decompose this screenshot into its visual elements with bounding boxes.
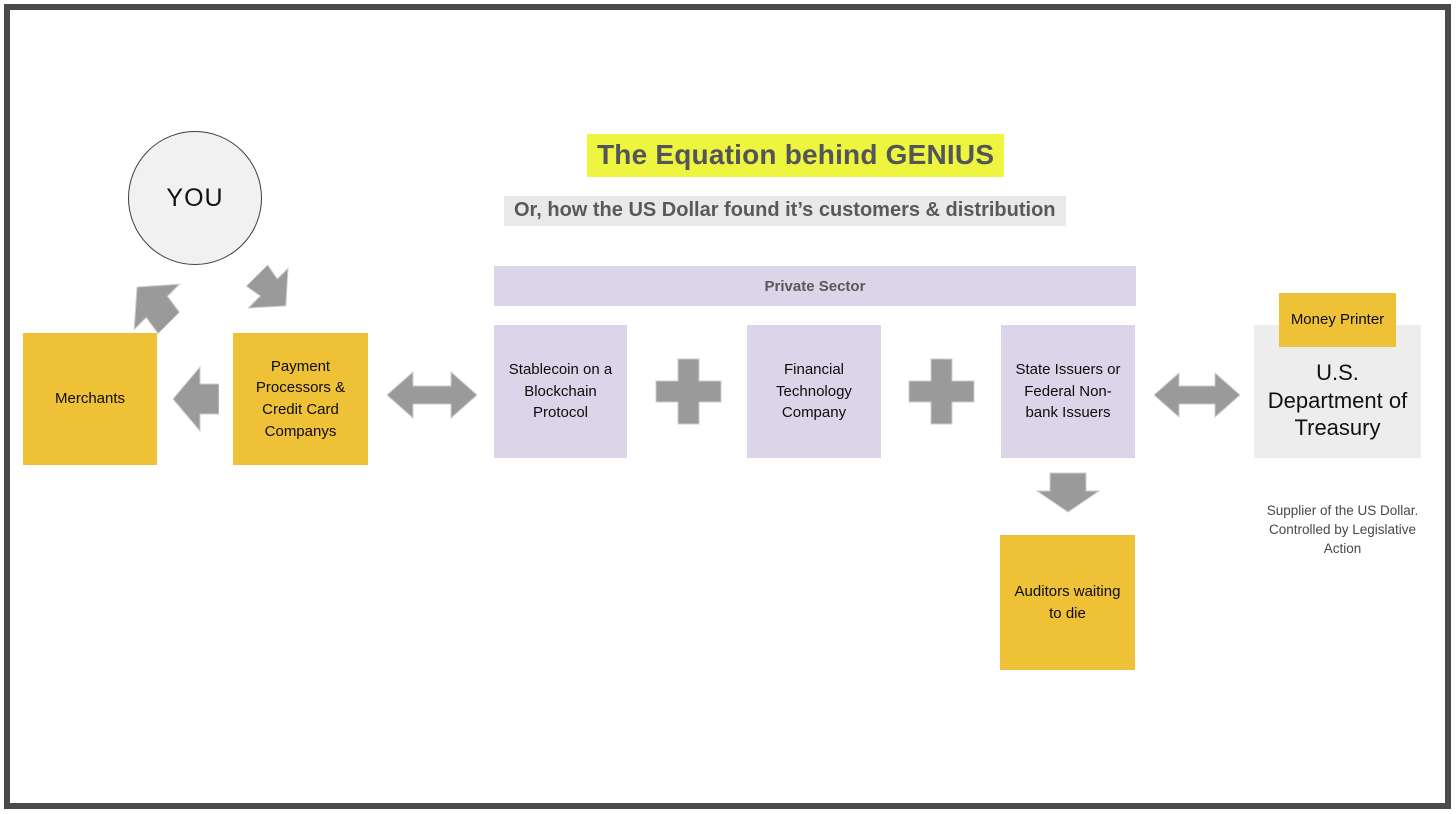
arrow-issuers-treasury-icon (1153, 371, 1241, 423)
node-stablecoin: Stablecoin on a Blockchain Protocol (494, 325, 627, 458)
page-subtitle: Or, how the US Dollar found it’s custome… (504, 196, 1066, 226)
diagram-frame: The Equation behind GENIUS Or, how the U… (4, 4, 1451, 809)
node-you: YOU (128, 131, 262, 265)
node-payment-processors: Payment Processors & Credit Card Company… (233, 333, 368, 465)
node-money-printer: Money Printer (1279, 293, 1396, 347)
arrow-payment-stablecoin-icon (386, 370, 478, 424)
arrow-you-to-payment-icon (234, 258, 308, 324)
node-auditors-label: Auditors waiting to die (1014, 582, 1121, 622)
node-you-label: YOU (166, 183, 224, 212)
private-sector-band: Private Sector (494, 266, 1136, 306)
node-merchants: Merchants (23, 333, 157, 465)
arrow-merchants-to-you-icon (108, 264, 200, 344)
node-money-printer-label: Money Printer (1290, 310, 1385, 328)
page-title: The Equation behind GENIUS (587, 134, 1005, 177)
node-issuers: State Issuers or Federal Non-bank Issuer… (1001, 325, 1135, 458)
node-auditors: Auditors waiting to die (1000, 535, 1135, 670)
arrow-issuers-to-auditors-icon (1035, 472, 1101, 518)
plus-operator-icon (655, 358, 722, 430)
node-treasury-label: U.S. Department of Treasury (1267, 360, 1408, 441)
node-merchants-label: Merchants (54, 390, 126, 408)
node-fintech-label: Financial Technology Company (776, 360, 852, 422)
arrow-payment-to-merchants-icon (172, 365, 220, 437)
treasury-note: Supplier of the US Dollar. Controlled by… (1266, 503, 1419, 556)
private-sector-label: Private Sector (764, 277, 866, 295)
node-treasury: U.S. Department of Treasury (1254, 325, 1421, 458)
node-stablecoin-label: Stablecoin on a Blockchain Protocol (508, 360, 613, 422)
node-payment-processors-label: Payment Processors & Credit Card Company… (255, 357, 346, 440)
node-issuers-label: State Issuers or Federal Non-bank Issuer… (1015, 360, 1121, 422)
node-fintech: Financial Technology Company (747, 325, 881, 458)
plus-operator-icon (908, 358, 975, 430)
